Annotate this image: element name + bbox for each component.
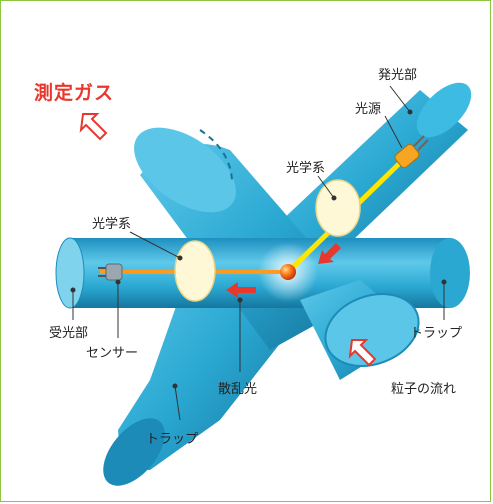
label-trap-right: トラップ [410,326,463,341]
flow-arrow-icon [348,339,377,367]
gas-arrow-icon [79,113,108,141]
label-sensor: センサー [86,346,139,361]
label-scatter: 散乱光 [218,382,258,397]
label-flow: 粒子の流れ [391,382,457,397]
label-optics-upper: 光学系 [286,161,326,176]
label-light-source: 光源 [355,102,382,117]
leader-lines [70,85,447,421]
scatter-arrow-icon [226,282,256,298]
label-emitter: 発光部 [378,68,418,83]
light-source-icon [394,135,429,169]
label-receiver: 受光部 [49,326,89,341]
label-gas: 測定ガス [34,82,115,104]
sensor-icon [98,263,123,281]
beam-arrow-icon [318,243,341,264]
optics-lens-left [174,240,216,302]
label-optics-left: 光学系 [92,217,132,232]
label-trap-bottom: トラップ [146,432,199,447]
particle-icon [280,264,296,280]
trap-outlet-opening [300,280,420,380]
optics-lens-upper [315,179,361,237]
